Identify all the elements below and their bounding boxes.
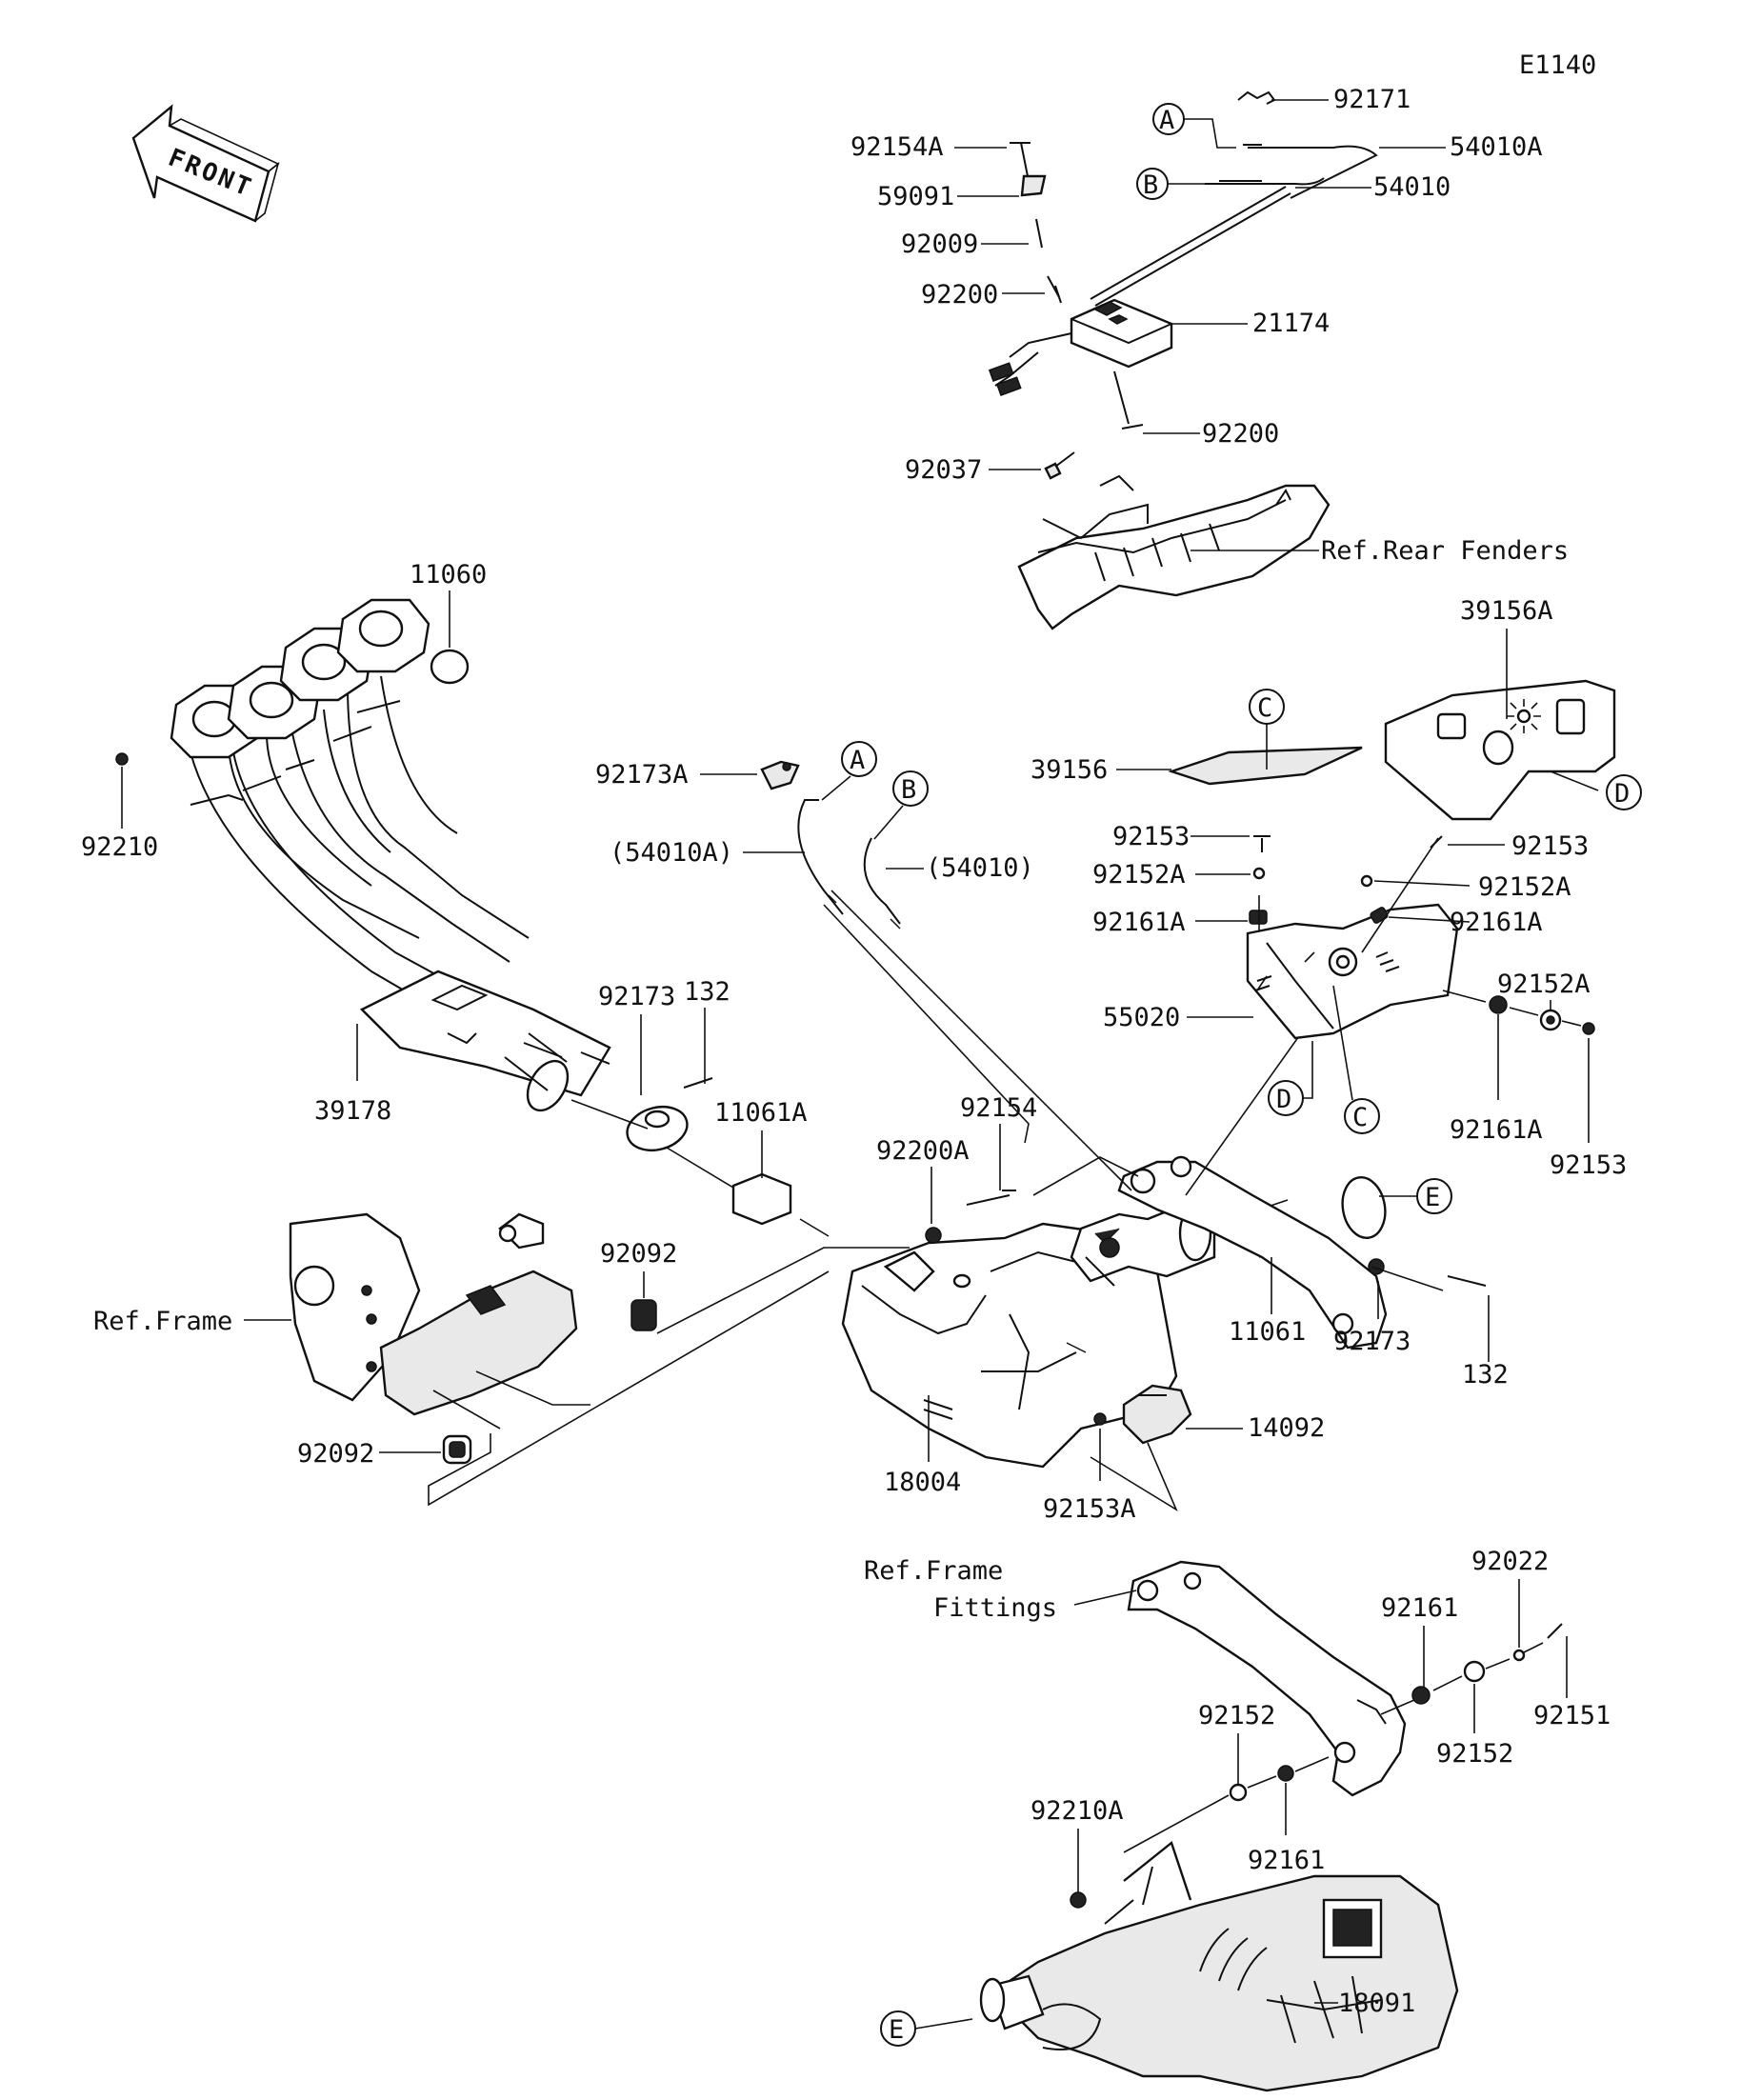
label-92210: 92210: [81, 832, 158, 862]
label-92152-b: 92152: [1198, 1701, 1275, 1730]
label-39156a: 39156A: [1460, 596, 1553, 626]
label-92200-top: 92200: [921, 280, 998, 310]
label-92200a: 92200A: [876, 1136, 970, 1166]
center-labels: 92173 132 11061A 92154 92200A 92092 Ref.…: [93, 741, 1509, 1524]
callout-d-low: D: [1276, 1085, 1291, 1114]
label-ref-frame-fittings-2: Fittings: [933, 1593, 1057, 1623]
label-92152-a: 92152: [1436, 1739, 1513, 1769]
label-54010a-paren: (54010A): [610, 838, 733, 868]
label-92173-left: 92173: [598, 982, 675, 1011]
label-39178: 39178: [314, 1096, 391, 1126]
actuator-assembly: [988, 90, 1378, 630]
callout-a-mid: A: [850, 746, 865, 775]
clip-92171: [1237, 90, 1276, 105]
label-92200-mid: 92200: [1202, 419, 1279, 449]
label-92037: 92037: [905, 455, 982, 485]
label-92153-right: 92153: [1511, 831, 1589, 861]
label-92173a: 92173A: [595, 760, 689, 790]
label-18004: 18004: [884, 1468, 961, 1497]
label-92161a-left: 92161A: [1092, 908, 1186, 937]
label-92154a: 92154A: [850, 132, 944, 162]
label-92161a-right: 92161A: [1450, 908, 1543, 937]
label-92152a-right2: 92152A: [1497, 970, 1591, 999]
label-92161-b: 92161: [1248, 1846, 1325, 1875]
label-92154: 92154: [960, 1093, 1037, 1123]
right-labels: 39156A 39156 C D 92153 92152A 92161A 921…: [1031, 596, 1642, 1180]
diagram-code: E1140: [1519, 50, 1596, 80]
callout-a-top: A: [1159, 106, 1174, 135]
label-14092: 14092: [1248, 1413, 1325, 1443]
label-92092-top: 92092: [600, 1239, 677, 1269]
label-92153-left: 92153: [1112, 822, 1190, 851]
label-ref-rear-fenders: Ref.Rear Fenders: [1321, 536, 1569, 566]
bottom-labels: Ref.Frame Fittings 92022 92161 92151 921…: [864, 1547, 1611, 2047]
callout-b-mid: B: [901, 775, 916, 805]
gasket-11060: [430, 649, 470, 685]
label-92210a: 92210A: [1031, 1796, 1124, 1826]
callout-b-top: B: [1143, 170, 1158, 200]
label-92152a-right: 92152A: [1478, 872, 1571, 902]
label-21174: 21174: [1252, 309, 1330, 338]
label-92092-bot: 92092: [297, 1439, 374, 1469]
label-92009: 92009: [901, 230, 978, 259]
label-92152a-left: 92152A: [1092, 860, 1186, 890]
front-arrow-icon: FRONT: [131, 104, 280, 223]
label-39156: 39156: [1031, 755, 1108, 785]
callout-e-bottom: E: [889, 2015, 904, 2045]
label-ref-frame-fittings-1: Ref.Frame: [864, 1556, 1003, 1586]
header-flanges: [170, 598, 430, 759]
header-pipes-39178: [115, 598, 611, 1112]
label-92153-right2: 92153: [1550, 1150, 1627, 1180]
label-59091: 59091: [877, 182, 954, 211]
label-92151: 92151: [1533, 1701, 1611, 1730]
heat-shields: [1168, 679, 1616, 1040]
label-132-top: 132: [684, 977, 730, 1007]
label-54010: 54010: [1373, 172, 1451, 202]
label-92173-right: 92173: [1333, 1327, 1411, 1356]
label-92022: 92022: [1471, 1547, 1549, 1576]
top-labels: A B 92171 54010A 54010 92154A 59091 9200…: [850, 85, 1569, 566]
label-11061a: 11061A: [714, 1098, 808, 1128]
label-54010-paren: (54010): [926, 853, 1034, 883]
label-92161-a: 92161: [1381, 1593, 1458, 1623]
label-11060: 11060: [410, 560, 487, 590]
center-parts: [289, 760, 1487, 1511]
label-92171: 92171: [1333, 85, 1411, 114]
label-18091: 18091: [1338, 1989, 1415, 2018]
label-132-bot: 132: [1462, 1360, 1509, 1390]
label-54010a: 54010A: [1450, 132, 1543, 162]
callout-d-right: D: [1614, 779, 1630, 809]
callout-c-low: C: [1352, 1103, 1368, 1132]
label-ref-frame: Ref.Frame: [93, 1307, 232, 1336]
callout-c-top: C: [1257, 693, 1272, 723]
label-55020: 55020: [1103, 1003, 1180, 1032]
label-11061: 11061: [1229, 1317, 1306, 1347]
label-92153a: 92153A: [1043, 1494, 1136, 1524]
bottom-assembly: [979, 1560, 1563, 2092]
label-92161a-right2: 92161A: [1450, 1115, 1543, 1145]
left-labels: 11060 92210 39178: [81, 560, 487, 1126]
callout-e-right: E: [1425, 1183, 1440, 1212]
